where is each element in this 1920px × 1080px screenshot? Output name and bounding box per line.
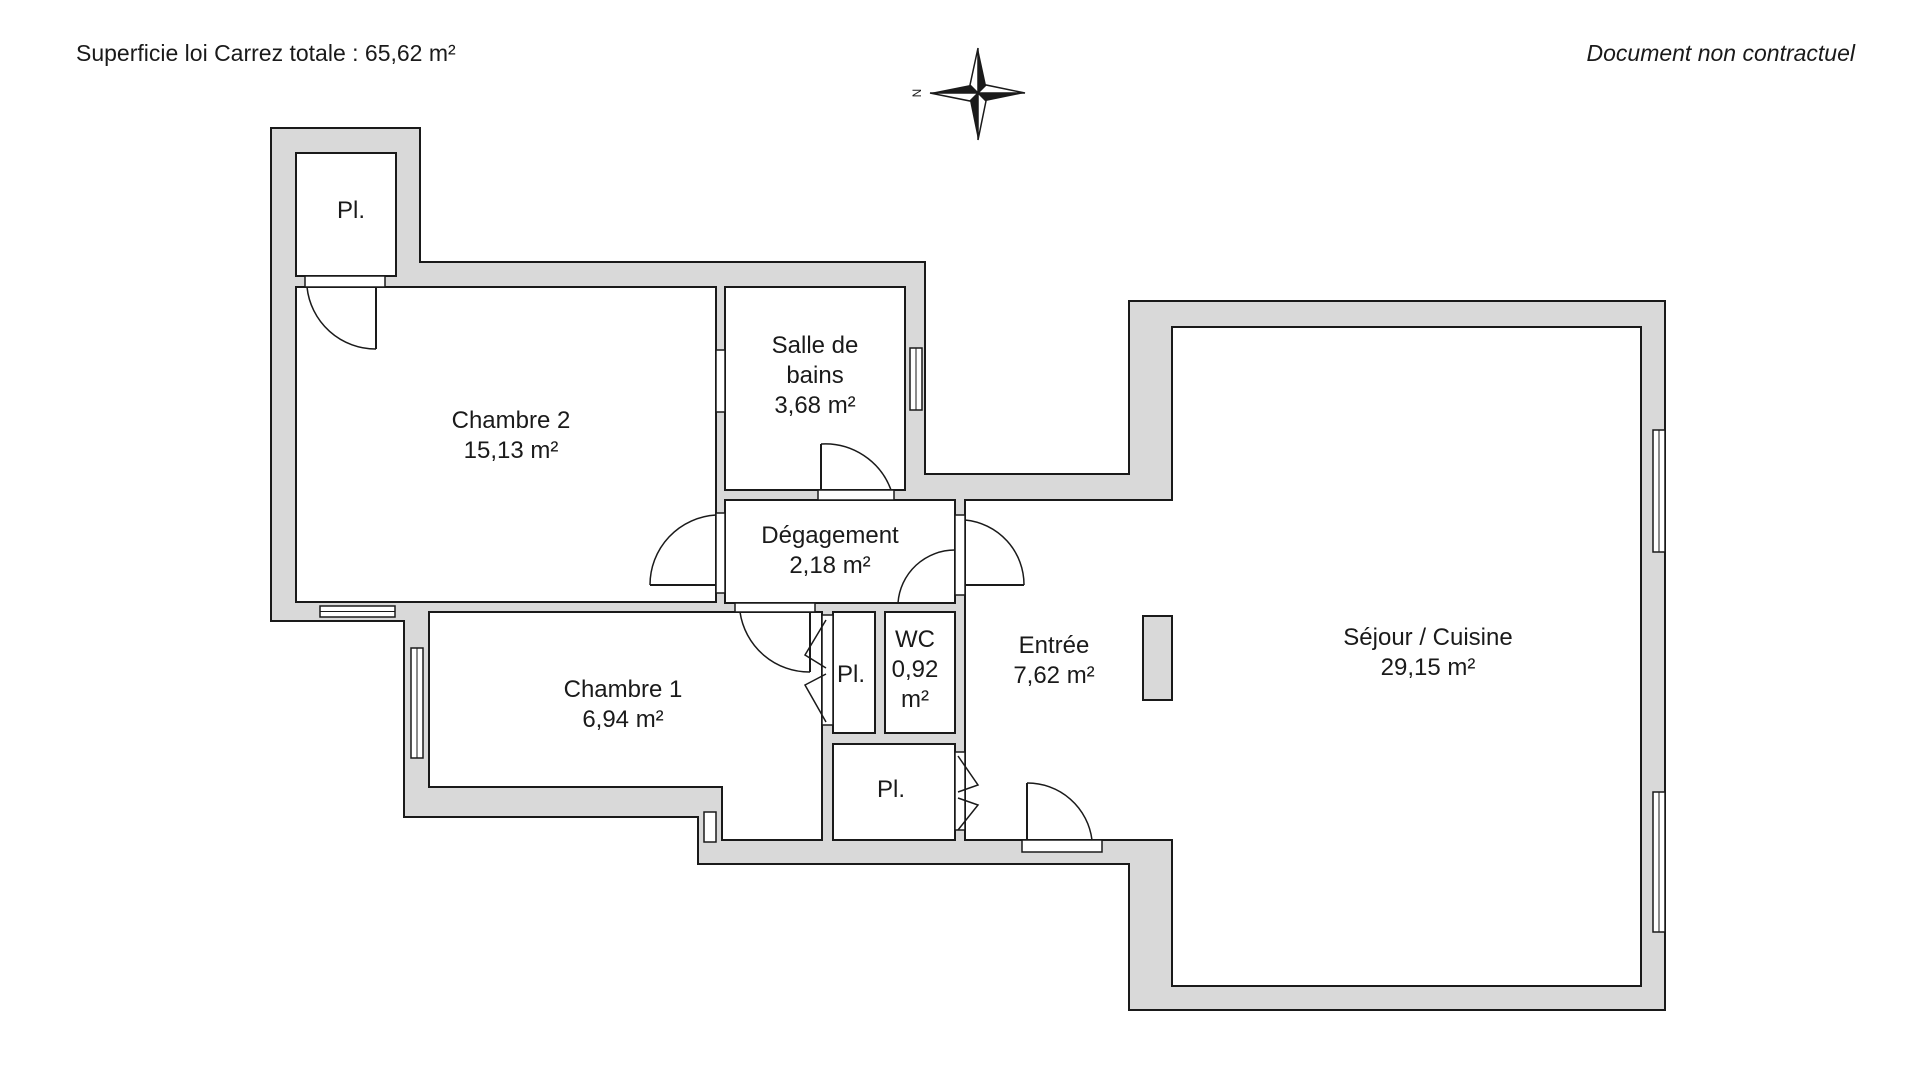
chambre-2-area: 15,13 m²: [464, 437, 559, 464]
salle-de-bains-area: 3,68 m²: [774, 392, 855, 419]
chambre-1-name: Chambre 1: [564, 676, 683, 703]
sejour-name: Séjour / Cuisine: [1343, 624, 1512, 651]
chambre-2-name: Chambre 2: [452, 407, 571, 434]
room-placard-mid: [832, 611, 876, 734]
placard-mid-label: Pl.: [837, 661, 865, 688]
salle-de-bains-name-line2: bains: [786, 362, 843, 389]
placard-low-label: Pl.: [877, 776, 905, 803]
entree-area: 7,62 m²: [1013, 662, 1094, 689]
sejour-area: 29,15 m²: [1381, 654, 1476, 681]
entree-name: Entrée: [1019, 632, 1090, 659]
room-placard-top: [295, 152, 397, 277]
placard-top-label: Pl.: [337, 197, 365, 224]
chambre-1-area: 6,94 m²: [582, 706, 663, 733]
wc-name: WC: [895, 626, 935, 653]
doors: [304, 275, 1103, 853]
room-salle-de-bains: [724, 286, 906, 491]
disclaimer-label: Document non contractuel: [1586, 40, 1856, 66]
windows: [319, 347, 1666, 933]
room-labels: Pl. Chambre 2 15,13 m² Salle de bains 3,…: [337, 197, 1513, 803]
total-area-label: Superficie loi Carrez totale : 65,62 m²: [76, 40, 456, 66]
compass-icon: N: [910, 47, 1026, 141]
wc-area-value: 0,92: [892, 656, 939, 683]
compass-north-label: N: [910, 89, 924, 98]
room-wc: [884, 611, 956, 734]
degagement-name: Dégagement: [761, 522, 899, 549]
wc-area-unit: m²: [901, 686, 929, 713]
salle-de-bains-name-line1: Salle de: [772, 332, 859, 359]
room-chambre-1: [428, 611, 823, 841]
degagement-area: 2,18 m²: [789, 552, 870, 579]
kitchen-counter: [1142, 615, 1173, 701]
room-chambre-2: [295, 286, 717, 603]
